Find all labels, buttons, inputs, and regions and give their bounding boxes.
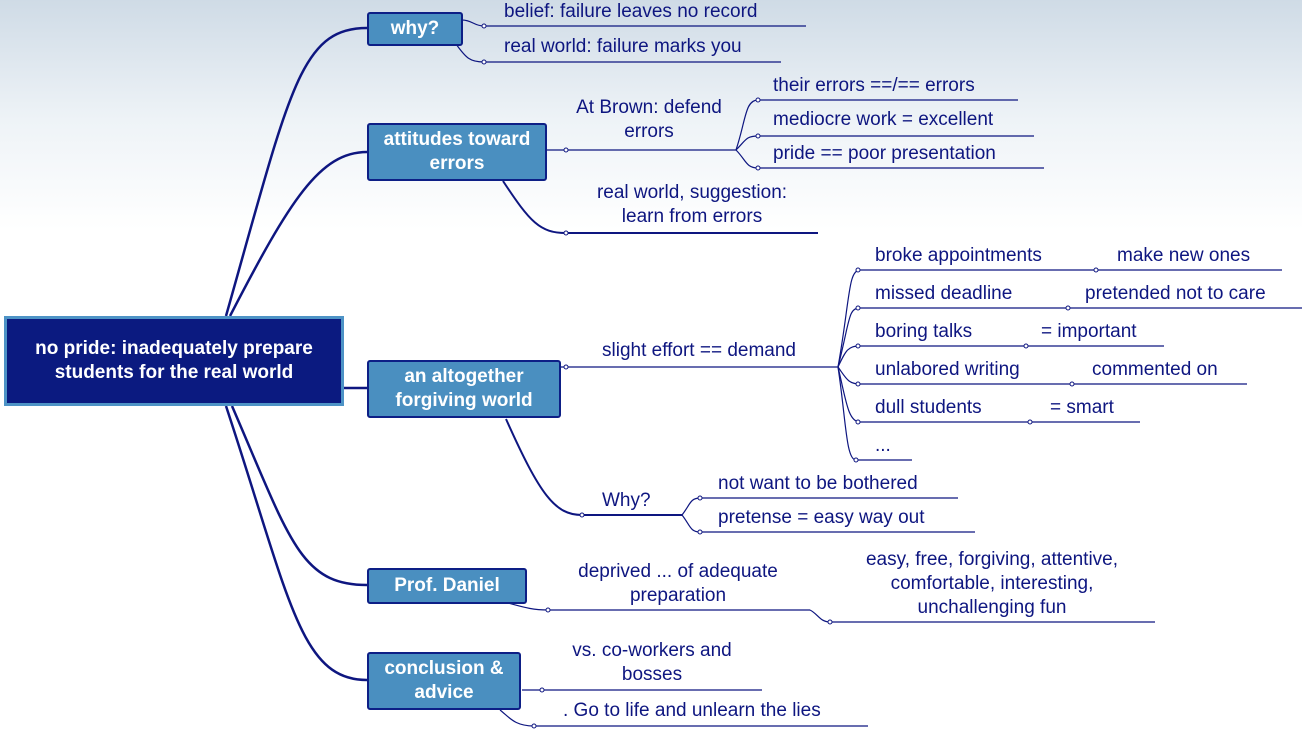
root-topic-label: no pride: inadequately prepare students … xyxy=(35,338,313,383)
node-dot xyxy=(1065,305,1071,311)
node-dot xyxy=(855,419,861,425)
subtopic-coworkers[interactable]: vs. co-workers and bosses xyxy=(572,640,732,685)
brown-item-1[interactable]: their errors ==/== errors xyxy=(773,75,975,96)
topic-daniel-label: Prof. Daniel xyxy=(394,575,500,596)
link-root-attitudes xyxy=(228,150,368,317)
node-dot xyxy=(1023,343,1029,349)
pair-4-right[interactable]: commented on xyxy=(1092,359,1218,380)
node-dot xyxy=(827,619,833,625)
node-dot xyxy=(755,97,761,103)
topic-attitudes-label: attitudes toward errors xyxy=(383,129,531,174)
pair-4-left[interactable]: unlabored writing xyxy=(875,359,1020,380)
subtopic-slight-effort[interactable]: slight effort == demand xyxy=(602,340,796,361)
node-dot xyxy=(1093,267,1099,273)
node-dot xyxy=(755,165,761,171)
pair-3-left[interactable]: boring talks xyxy=(875,321,973,342)
pair-2-left[interactable]: missed deadline xyxy=(875,283,1013,304)
ellipsis-item[interactable]: ... xyxy=(875,435,891,456)
subtopic-belief[interactable]: belief: failure leaves no record xyxy=(504,1,758,22)
topic-conclusion[interactable]: conclusion & advice xyxy=(367,652,521,710)
topic-forgiving-label: an altogether forgiving world xyxy=(395,366,533,411)
node-dot xyxy=(481,59,487,65)
pair-5-right[interactable]: = smart xyxy=(1050,397,1114,418)
node-dot xyxy=(855,305,861,311)
node-dot xyxy=(539,687,545,693)
pair-2-right[interactable]: pretended not to care xyxy=(1085,283,1266,304)
pair-1-right[interactable]: make new ones xyxy=(1117,245,1251,266)
subtopic-deprived[interactable]: deprived ... of adequate preparation xyxy=(578,561,778,606)
topic-why[interactable]: why? xyxy=(367,12,463,46)
subtopic-why-forgiving[interactable]: Why? xyxy=(602,490,651,511)
node-dot xyxy=(563,230,569,236)
node-dot xyxy=(579,512,585,518)
brown-item-2[interactable]: mediocre work = excellent xyxy=(773,109,994,130)
topic-attitudes[interactable]: attitudes toward errors xyxy=(367,123,547,181)
node-dot xyxy=(755,133,761,139)
pair-1-left[interactable]: broke appointments xyxy=(875,245,1042,266)
why-item-1[interactable]: not want to be bothered xyxy=(718,473,918,494)
topic-conclusion-label: conclusion & advice xyxy=(384,658,504,703)
node-dot xyxy=(1027,419,1033,425)
node-dot xyxy=(697,529,703,535)
subtopic-real-world-failure[interactable]: real world: failure marks you xyxy=(504,36,742,57)
topic-prof-daniel[interactable]: Prof. Daniel xyxy=(367,568,527,604)
pair-3-right[interactable]: = important xyxy=(1041,321,1137,342)
pair-5-left[interactable]: dull students xyxy=(875,397,982,418)
subtopic-learn-from-errors[interactable]: real world, suggestion: learn from error… xyxy=(596,182,788,227)
node-dot xyxy=(563,364,569,370)
link-root-conclusion xyxy=(224,405,368,682)
link-root-why xyxy=(224,26,368,317)
why-item-2[interactable]: pretense = easy way out xyxy=(718,507,925,528)
subtopic-go-to-life[interactable]: . Go to life and unlearn the lies xyxy=(563,700,821,721)
node-dot xyxy=(1069,381,1075,387)
node-dot xyxy=(545,607,551,613)
node-dot xyxy=(855,381,861,387)
node-dot xyxy=(855,343,861,349)
root-topic[interactable]: no pride: inadequately prepare students … xyxy=(4,316,344,406)
topic-why-label: why? xyxy=(390,18,440,39)
node-dot xyxy=(531,723,537,729)
brown-item-3[interactable]: pride == poor presentation xyxy=(773,143,996,164)
node-dot xyxy=(697,495,703,501)
node-dot xyxy=(481,23,487,29)
link-forgiving-why xyxy=(505,418,682,516)
subtopic-qualities[interactable]: easy, free, forgiving, attentive, comfor… xyxy=(865,549,1119,618)
topic-forgiving-world[interactable]: an altogether forgiving world xyxy=(367,360,561,418)
node-dot xyxy=(855,267,861,273)
node-dot xyxy=(853,457,859,463)
link-root-daniel xyxy=(230,405,368,587)
subtopic-at-brown[interactable]: At Brown: defend errors xyxy=(576,97,722,142)
node-dot xyxy=(563,147,569,153)
